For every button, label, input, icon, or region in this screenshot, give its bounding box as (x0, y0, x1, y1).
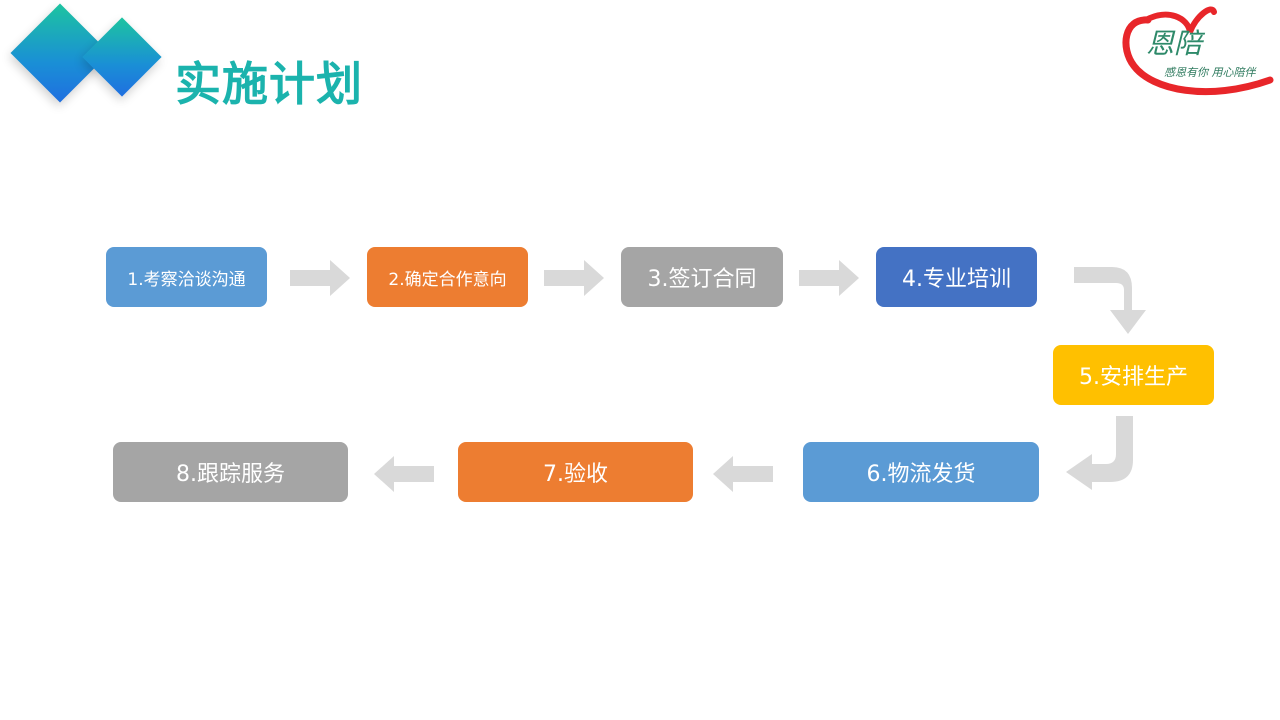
step-5-label: 5.安排生产 (1079, 365, 1188, 390)
step-7-box: 7.验收 (458, 442, 693, 502)
step-2-box: 2.确定合作意向 (367, 247, 528, 307)
step-2-label: 2.确定合作意向 (388, 269, 507, 290)
right-arrow-icon (290, 260, 350, 296)
step-3-label: 3.签订合同 (647, 267, 757, 292)
left-arrow-icon (713, 456, 773, 492)
right-arrow-icon (544, 260, 604, 296)
bent-down-arrow-icon (1074, 267, 1146, 334)
logo-heart-icon (1122, 6, 1274, 96)
step-8-label: 8.跟踪服务 (176, 462, 285, 487)
step-1-label: 1.考察洽谈沟通 (127, 269, 246, 290)
step-4-box: 4.专业培训 (876, 247, 1037, 307)
step-3-box: 3.签订合同 (621, 247, 783, 307)
logo-name: 恩陪 (1146, 27, 1203, 60)
step-7-label: 7.验收 (543, 462, 608, 487)
step-6-box: 6.物流发货 (803, 442, 1039, 502)
right-arrow-icon (799, 260, 859, 296)
step-5-box: 5.安排生产 (1053, 345, 1214, 405)
step-6-label: 6.物流发货 (866, 462, 976, 487)
step-4-label: 4.专业培训 (902, 267, 1011, 292)
page-title: 实施计划 (175, 57, 363, 111)
step-8-box: 8.跟踪服务 (113, 442, 348, 502)
bent-left-arrow-icon (1066, 416, 1133, 490)
decor-diamond-small (82, 17, 162, 97)
step-1-box: 1.考察洽谈沟通 (106, 247, 267, 307)
logo-slogan: 感恩有你 用心陪伴 (1164, 66, 1256, 79)
left-arrow-icon (374, 456, 434, 492)
